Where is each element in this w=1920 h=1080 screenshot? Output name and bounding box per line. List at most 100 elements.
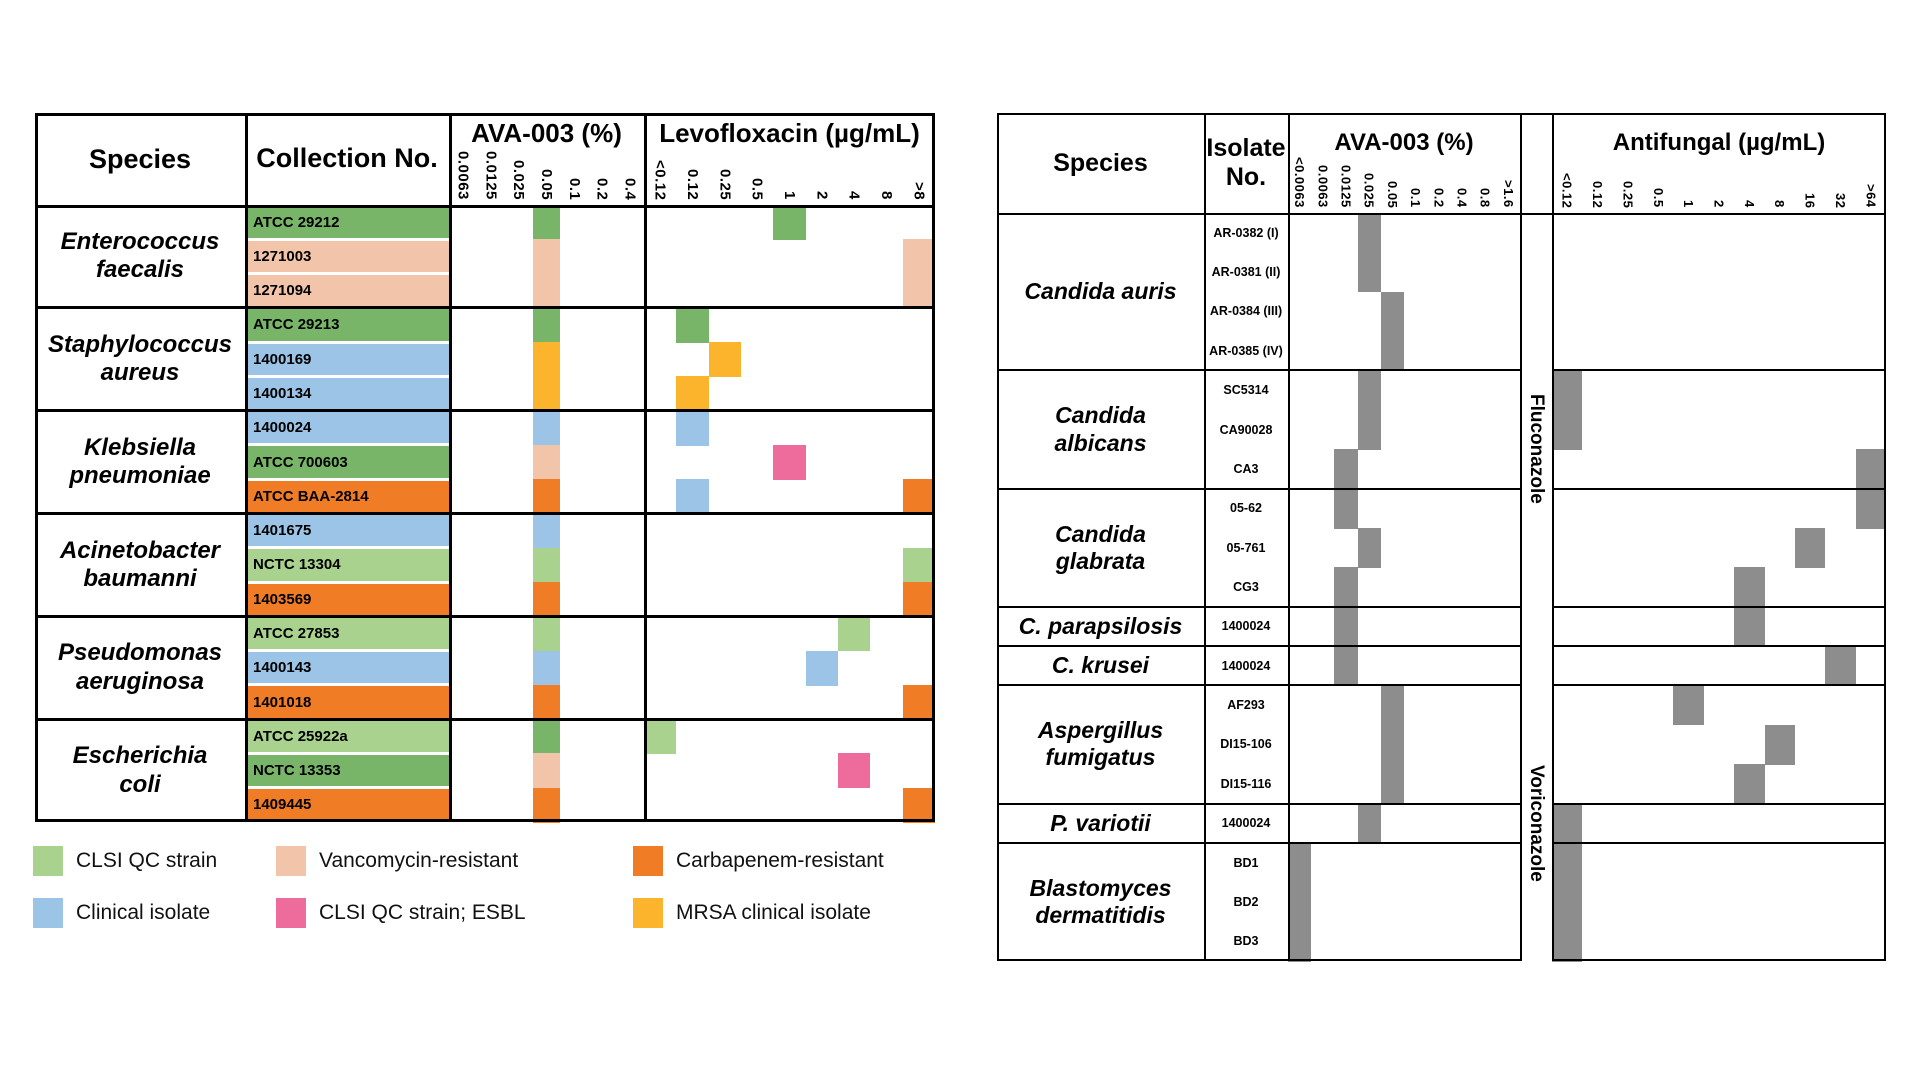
collection-cell-bg: [248, 377, 449, 410]
species-name-line: Candida: [1055, 520, 1146, 547]
grid-line-v: [35, 113, 38, 822]
species-name-line: baumanni: [83, 564, 197, 592]
isolate-cell: 05-62: [1230, 501, 1262, 516]
isolate-cell: BD1: [1233, 855, 1259, 870]
tick-label: 0.05: [1382, 149, 1402, 208]
tick-label: 2: [1709, 149, 1729, 208]
grid-line-h: [1552, 605, 1886, 608]
drug-label-text: Voriconazole: [1526, 764, 1547, 882]
collection-cell-bg: [248, 206, 449, 238]
mic-mark: [1552, 370, 1583, 411]
species-name-line: C. krusei: [1051, 652, 1150, 679]
tick-label: <0.12: [1557, 149, 1577, 208]
collection-cell-bg: [248, 686, 449, 718]
mic-mark: [1357, 252, 1381, 293]
mic-mark: [676, 307, 709, 343]
isolate-cell: ATCC 25922a: [253, 727, 348, 745]
species-cell: C. krusei: [997, 646, 1204, 685]
grid-line-h: [997, 684, 1520, 687]
mic-mark: [1357, 527, 1381, 568]
tick-label: 0.4: [1452, 149, 1472, 208]
isolate-header-text: Collection No.: [256, 143, 438, 174]
grid-line-h: [997, 605, 1520, 608]
species-name-line: dermatitidis: [1035, 901, 1166, 928]
mic-mark: [532, 547, 561, 583]
grid-line-v: [449, 113, 452, 822]
collection-cell-bg: [248, 617, 449, 650]
drug-label-fluconazole: Fluconazole: [1520, 213, 1552, 685]
tick-label-text: 0.25: [1620, 180, 1636, 208]
isolate-cell: ATCC 700603: [253, 453, 348, 471]
mic-mark: [902, 273, 935, 309]
tick-label-text: 0.025: [510, 159, 528, 200]
mic-mark: [1855, 449, 1886, 490]
isolate-cell: BD3: [1233, 934, 1259, 949]
tick-label: 0.1: [564, 147, 584, 200]
grid-line-h: [35, 717, 935, 721]
tick-label-text: 0.25: [716, 168, 734, 200]
mic-mark: [1357, 213, 1381, 253]
tick-label-text: 0.12: [684, 168, 701, 200]
tick-label: 0.0063: [1313, 149, 1333, 208]
mic-mark: [532, 787, 561, 823]
tick-label: 0.2: [592, 147, 612, 200]
tick-label: >64: [1861, 149, 1881, 208]
tick-label-text: 0.025: [1361, 172, 1377, 208]
species-name-line: Candida: [1055, 402, 1146, 429]
tick-label-text: >1.6: [1500, 180, 1516, 208]
tick-label-text: >64: [1863, 184, 1879, 208]
tick-label-text: 16: [1802, 192, 1818, 208]
isolate-header-text: No.: [1225, 163, 1267, 191]
isolate-cell: ATCC BAA-2814: [253, 487, 369, 505]
grid-line-h: [35, 113, 935, 116]
tick-label: 1: [780, 147, 800, 200]
collection-cell-bg: [248, 652, 449, 684]
legend-swatch: [633, 846, 663, 876]
isolate-cell: 1401675: [253, 522, 312, 540]
tick-label: 0.0125: [481, 147, 501, 200]
grid-line-h: [997, 369, 1520, 372]
species-name-line: coli: [119, 770, 161, 798]
mic-mark: [1673, 685, 1704, 726]
isolate-cell: 1409445: [253, 796, 312, 814]
mic-mark: [1794, 527, 1826, 568]
tick-label: 4: [1739, 149, 1759, 208]
mic-mark: [1334, 646, 1358, 687]
mic-mark: [532, 410, 561, 446]
tick-label: 0.4: [620, 147, 640, 200]
drug-label-text: Fluconazole: [1526, 394, 1547, 505]
legend-label: CLSI QC strain; ESBL: [319, 901, 526, 924]
isolate-cell: 1400024: [1221, 816, 1271, 831]
species-header-label: Species: [997, 113, 1204, 213]
section-title: Antifungal (µg/mL): [1612, 129, 1826, 156]
mic-mark: [1357, 803, 1381, 844]
mic-mark: [644, 719, 677, 755]
mic-mark: [1334, 488, 1358, 529]
species-header-label: Species: [35, 113, 245, 205]
mic-mark: [1825, 646, 1856, 687]
species-name-line: Escherichia: [72, 742, 208, 770]
isolate-cell: 1271094: [253, 282, 312, 300]
mic-mark: [676, 410, 709, 446]
section-title: AVA-003 (%): [1334, 129, 1474, 156]
species-name-line: Klebsiella: [83, 433, 197, 461]
tick-label: 16: [1800, 149, 1820, 208]
mic-mark: [1288, 882, 1312, 923]
species-name-line: Staphylococcus: [47, 330, 233, 358]
tick-label-text: 0.8: [1477, 188, 1493, 208]
legend-label: Vancomycin-resistant: [319, 849, 519, 872]
tick-label-text: 2: [813, 191, 831, 200]
tick-label-text: 0.1: [1408, 188, 1424, 208]
tick-label: >1.6: [1498, 149, 1518, 208]
collection-cell-bg: [248, 515, 449, 547]
species-cell: P. variotii: [997, 804, 1204, 843]
isolate-cell: AF293: [1227, 698, 1265, 713]
isolate-cell: ATCC 29213: [253, 316, 340, 334]
tick-label-text: <0.0063: [1292, 157, 1308, 208]
species-name-line: Acinetobacter: [59, 536, 221, 564]
